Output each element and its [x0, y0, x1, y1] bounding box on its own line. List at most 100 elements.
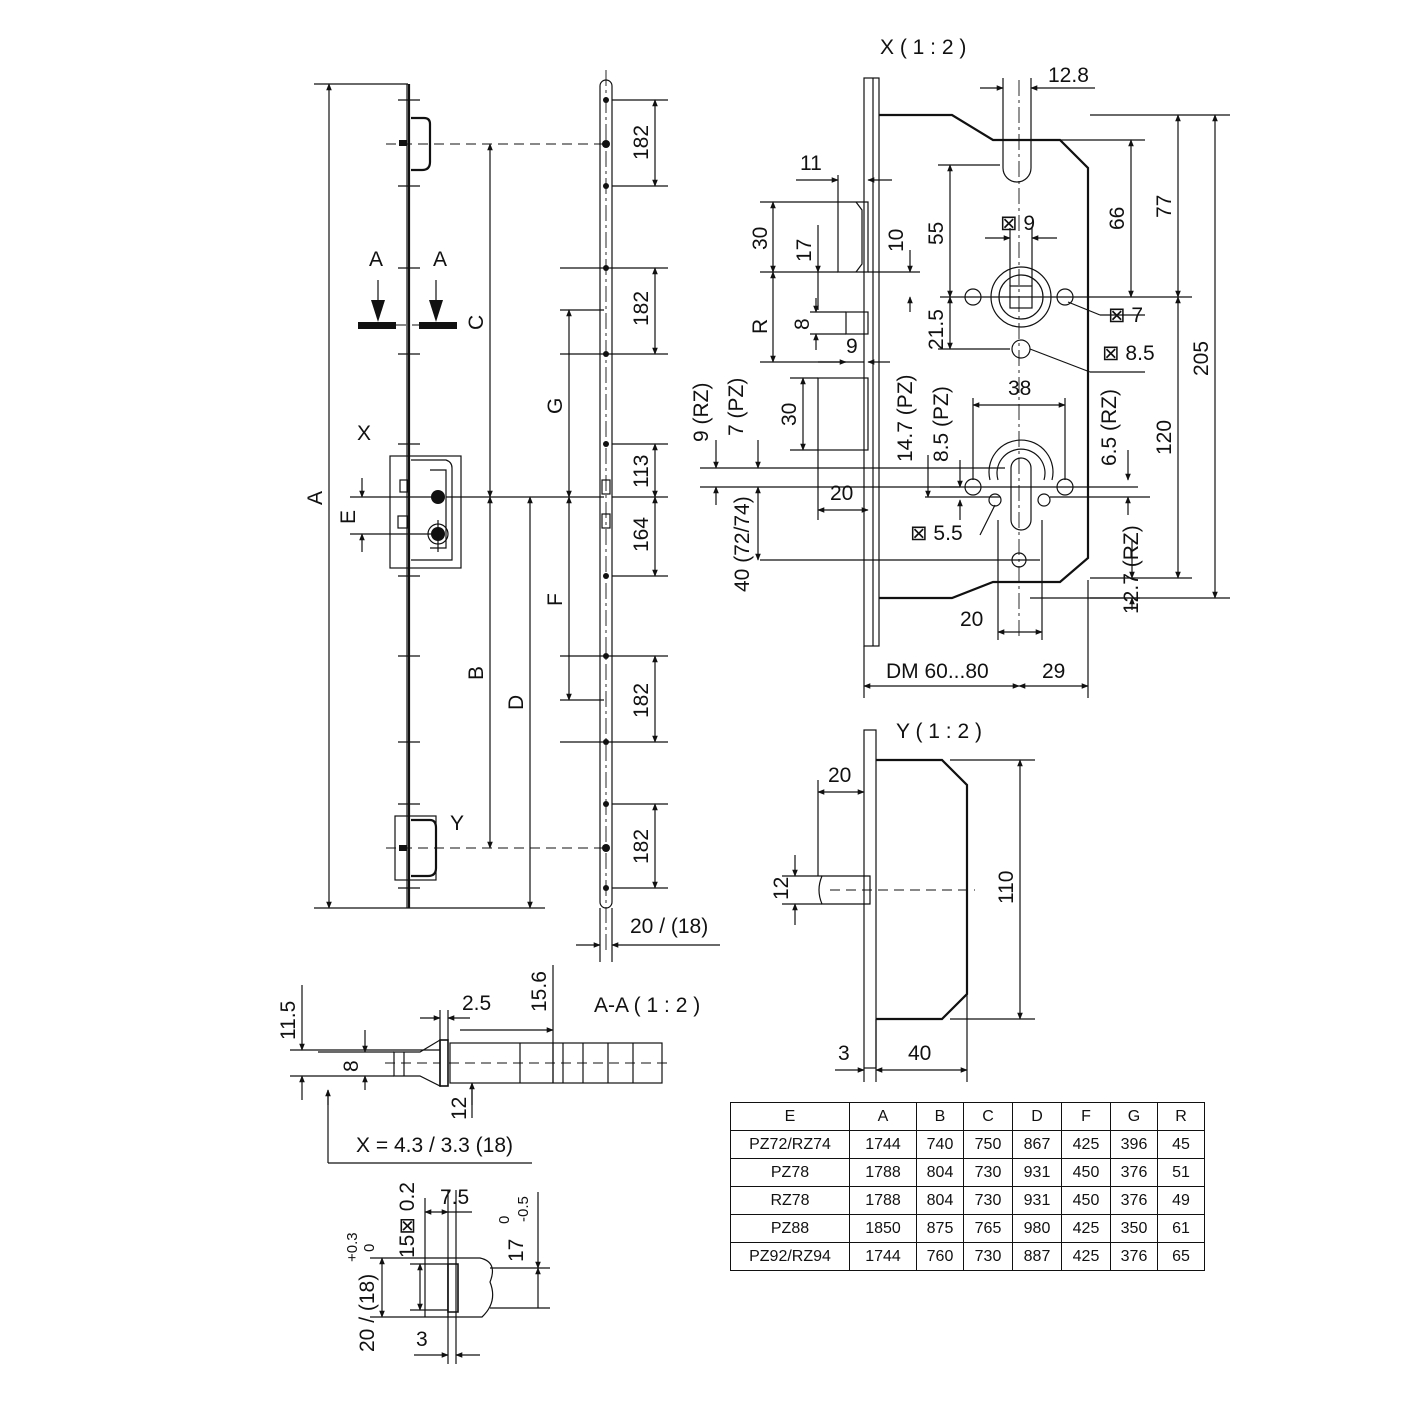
aa-dim-12: 12	[448, 1097, 471, 1120]
table-cell: 45	[1157, 1130, 1205, 1159]
dim-square-9: ⊠ 9	[1000, 212, 1035, 235]
dim-square-5-5: ⊠ 5.5	[910, 522, 963, 545]
table-cell: 51	[1157, 1158, 1205, 1187]
table-cell: 730	[963, 1242, 1013, 1271]
dim-17: 17	[793, 239, 816, 262]
table-header-cell: A	[849, 1102, 917, 1131]
table-cell: 1788	[849, 1158, 917, 1187]
profile-dim-20-tol-bottom: 0	[361, 1244, 378, 1252]
dim-30-deadbolt: 30	[778, 403, 801, 426]
dim-205: 205	[1190, 341, 1213, 376]
table-cell: 350	[1110, 1214, 1158, 1243]
aa-dim-8: 8	[340, 1060, 363, 1072]
aa-dim-x: X = 4.3 / 3.3 (18)	[356, 1134, 513, 1157]
dimension-table: E A B C D F G R PZ72/RZ74 1744 740 750 8…	[730, 1102, 1205, 1271]
table-cell: 49	[1157, 1186, 1205, 1215]
detail-x-lock-body: X ( 1 : 2 )	[690, 36, 1230, 698]
dim-20-cylinder: 20	[960, 608, 983, 631]
dim-9-rz: 9 (RZ)	[690, 383, 713, 443]
table-cell: 1850	[849, 1214, 917, 1243]
detail-x-callout: X	[357, 422, 371, 445]
dim-120: 120	[1153, 420, 1176, 455]
dim-14-7-pz: 14.7 (PZ)	[894, 374, 917, 462]
table-cell: 425	[1061, 1130, 1111, 1159]
dim-55: 55	[925, 222, 948, 245]
dim-10: 10	[885, 229, 908, 252]
table-cell: 765	[963, 1214, 1013, 1243]
dim-8-5-pz: 8.5 (PZ)	[930, 386, 953, 462]
dim-40-72-74: 40 (72/74)	[731, 496, 754, 592]
table-row: PZ88 1850 875 765 980 425 350 61	[730, 1214, 1205, 1243]
dim-9: 9	[846, 335, 858, 358]
dim-66: 66	[1106, 207, 1129, 230]
y-dim-40: 40	[908, 1042, 931, 1065]
dim-12-7-rz: 12.7 (RZ)	[1120, 525, 1143, 614]
aa-dim-11-5: 11.5	[277, 1001, 300, 1040]
rail-dim-182-third: 182	[630, 683, 653, 718]
dim-38: 38	[1008, 377, 1031, 400]
table-cell: 867	[1012, 1130, 1062, 1159]
table-header-cell: C	[963, 1102, 1013, 1131]
table-cell: 450	[1061, 1186, 1111, 1215]
detail-y-title: Y ( 1 : 2 )	[896, 720, 982, 743]
dim-square-8-5: ⊠ 8.5	[1102, 342, 1155, 365]
table-cell: 804	[916, 1186, 964, 1215]
rail-width-dim: 20 / (18)	[630, 915, 708, 938]
table-cell: 760	[916, 1242, 964, 1271]
dim-label-e: E	[337, 510, 360, 524]
table-header-row: E A B C D F G R	[730, 1102, 1205, 1131]
table-cell: 804	[916, 1158, 964, 1187]
dim-label-b: B	[465, 666, 488, 680]
table-row: PZ92/RZ94 1744 760 730 887 425 376 65	[730, 1242, 1205, 1271]
dim-20-bolt: 20	[830, 482, 853, 505]
table-cell: RZ78	[730, 1186, 850, 1215]
y-dim-12: 12	[770, 877, 793, 900]
dim-backset-dm: DM 60...80	[886, 660, 989, 683]
table-header-cell: G	[1110, 1102, 1158, 1131]
table-cell: 425	[1061, 1214, 1111, 1243]
aa-dim-2-5: 2.5	[462, 992, 491, 1015]
table-header-cell: F	[1061, 1102, 1111, 1131]
profile-section: 7.5 15⊠ 0.2 17 0 -0.5 20 / (18) +0.3 0 3	[344, 1182, 550, 1364]
table-row: PZ72/RZ74 1744 740 750 867 425 396 45	[730, 1130, 1205, 1159]
table-cell: 376	[1110, 1158, 1158, 1187]
profile-dim-20-tol-top: +0.3	[344, 1232, 361, 1262]
dim-29: 29	[1042, 660, 1065, 683]
aa-dim-15-6: 15.6	[528, 971, 551, 1012]
y-dim-3: 3	[838, 1042, 850, 1065]
table-cell: 887	[1012, 1242, 1062, 1271]
dim-square-7: ⊠ 7	[1108, 304, 1143, 327]
detail-x-title: X ( 1 : 2 )	[880, 36, 966, 59]
dim-label-f: F	[544, 593, 567, 606]
table-cell: 1744	[849, 1242, 917, 1271]
table-cell: PZ78	[730, 1158, 850, 1187]
detail-y-striker: Y ( 1 : 2 ) 20 12 110 3 40	[770, 720, 1035, 1082]
section-a-a: A-A ( 1 : 2 ) 11.5 8 2.5 15.6 12	[277, 965, 700, 1164]
table-cell: PZ88	[730, 1214, 850, 1243]
table-cell: 980	[1012, 1214, 1062, 1243]
profile-dim-3: 3	[416, 1328, 428, 1351]
y-dim-110: 110	[995, 871, 1018, 904]
dim-8: 8	[791, 318, 814, 330]
rail-dim-182-second: 182	[630, 291, 653, 326]
dim-6-5-rz: 6.5 (RZ)	[1098, 389, 1121, 466]
table-header-cell: D	[1012, 1102, 1062, 1131]
table-cell: 65	[1157, 1242, 1205, 1271]
table-header-cell: B	[916, 1102, 964, 1131]
dim-label-d: D	[505, 695, 528, 710]
table-cell: 875	[916, 1214, 964, 1243]
section-arrow-label-right: A	[433, 248, 447, 271]
table-header-cell: R	[1157, 1102, 1205, 1131]
table-cell: PZ72/RZ74	[730, 1130, 850, 1159]
table-cell: 730	[963, 1158, 1013, 1187]
dim-label-r: R	[749, 319, 772, 334]
dim-21-5: 21.5	[925, 309, 948, 350]
table-cell: 450	[1061, 1158, 1111, 1187]
dim-label-c: C	[465, 315, 488, 330]
table-row: RZ78 1788 804 730 931 450 376 49	[730, 1186, 1205, 1215]
y-dim-20: 20	[828, 764, 851, 787]
rail-front-view: 182 182 113 164 182 182 G F 20 / (18)	[544, 70, 720, 962]
table-cell: 376	[1110, 1242, 1158, 1271]
rail-dim-182-bottom: 182	[630, 829, 653, 864]
